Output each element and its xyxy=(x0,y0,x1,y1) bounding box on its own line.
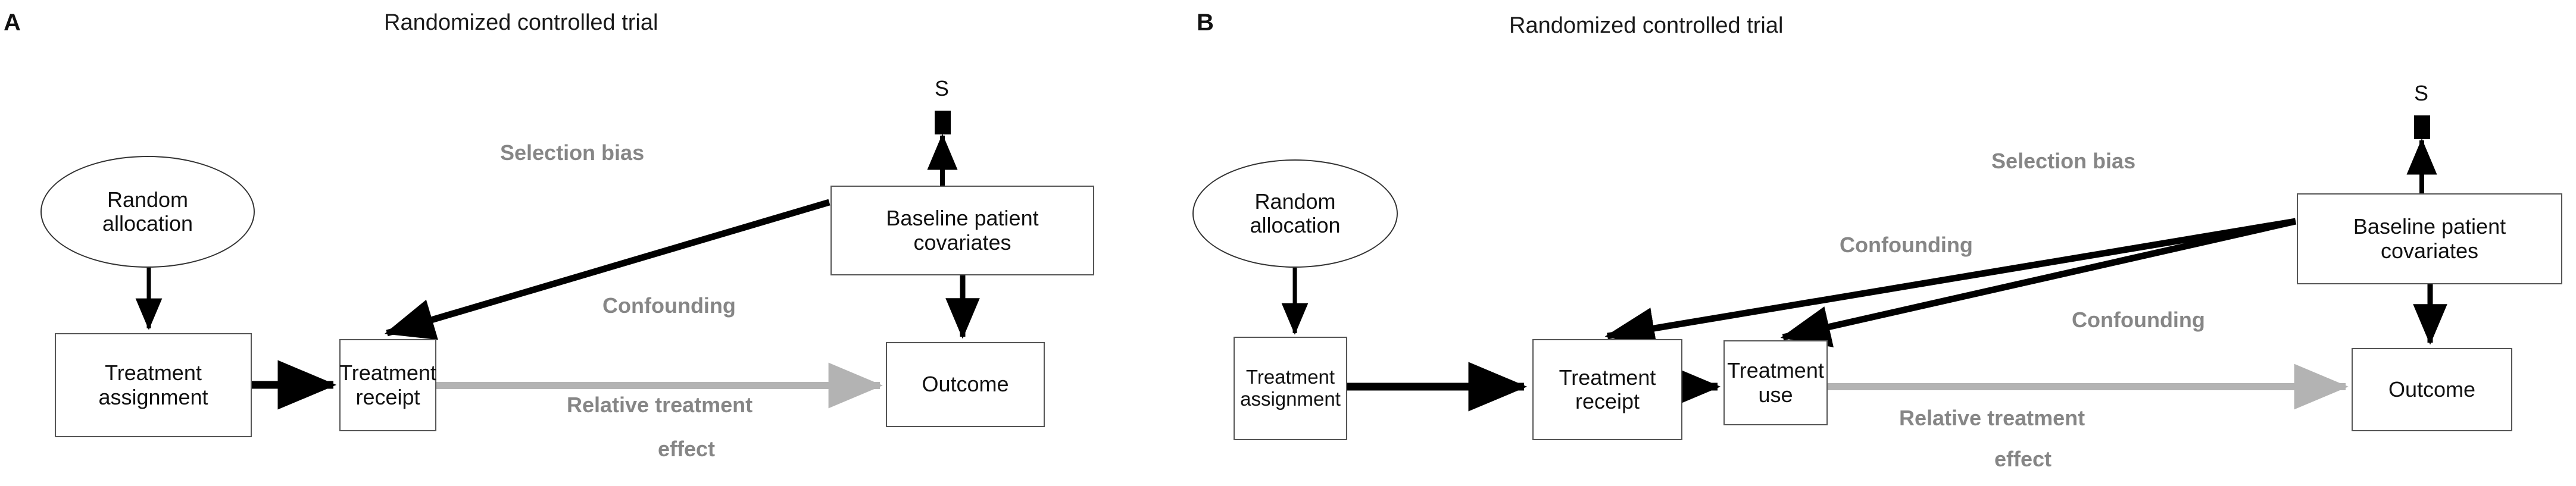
edge-label-selection-bias-a: Selection bias xyxy=(500,140,645,165)
node-treatment-assignment-a[interactable]: Treatment assignment xyxy=(55,333,252,437)
node-label: Treatment receipt xyxy=(1559,365,1656,413)
node-treatment-receipt-b[interactable]: Treatment receipt xyxy=(1532,339,1682,440)
node-baseline-covariates-b[interactable]: Baseline patient covariates xyxy=(2297,193,2562,284)
panel-a-letter: A xyxy=(4,10,21,36)
edge-label-relative-treatment-effect-a-line1: Relative treatment xyxy=(567,393,753,417)
node-label: Treatment assignment xyxy=(98,360,208,409)
node-random-allocation-b[interactable]: Random allocation xyxy=(1192,159,1398,268)
node-treatment-use-b[interactable]: Treatment use xyxy=(1723,340,1828,425)
selection-node-square-b xyxy=(2414,115,2430,139)
node-label: Baseline patient covariates xyxy=(2353,214,2506,263)
edge-label-selection-bias-b: Selection bias xyxy=(1991,149,2136,173)
node-outcome-a[interactable]: Outcome xyxy=(886,342,1045,427)
selection-node-label-a: S xyxy=(935,76,950,101)
node-treatment-assignment-b[interactable]: Treatment assignment xyxy=(1234,337,1347,440)
edge-label-confounding-receipt-b: Confounding xyxy=(1840,233,1973,257)
panel-b-title: Randomized controlled trial xyxy=(1509,13,1784,38)
node-random-allocation-a[interactable]: Random allocation xyxy=(40,156,255,268)
node-label: Random allocation xyxy=(102,187,193,236)
selection-node-square-a xyxy=(935,111,951,134)
node-baseline-covariates-a[interactable]: Baseline patient covariates xyxy=(830,186,1094,275)
panel-b-letter: B xyxy=(1197,10,1214,36)
edge-label-relative-treatment-effect-b-line1: Relative treatment xyxy=(1899,406,2085,430)
panel-a-title: Randomized controlled trial xyxy=(384,10,658,35)
selection-node-label-b: S xyxy=(2414,81,2429,105)
edge-label-relative-treatment-effect-b-line2: effect xyxy=(1994,447,2052,471)
node-label: Outcome xyxy=(2388,377,2476,402)
node-label: Outcome xyxy=(922,372,1009,397)
edge-label-confounding-use-b: Confounding xyxy=(2072,308,2205,332)
node-label: Treatment use xyxy=(1727,358,1824,407)
node-outcome-b[interactable]: Outcome xyxy=(2352,348,2512,431)
node-label: Treatment assignment xyxy=(1240,366,1341,410)
node-label: Random allocation xyxy=(1250,189,1341,237)
node-treatment-receipt-a[interactable]: Treatment receipt xyxy=(339,339,436,431)
edge-label-confounding-a: Confounding xyxy=(602,293,736,318)
node-label: Treatment receipt xyxy=(339,360,436,409)
edge-label-relative-treatment-effect-a-line2: effect xyxy=(658,437,716,461)
node-label: Baseline patient covariates xyxy=(886,206,1039,255)
